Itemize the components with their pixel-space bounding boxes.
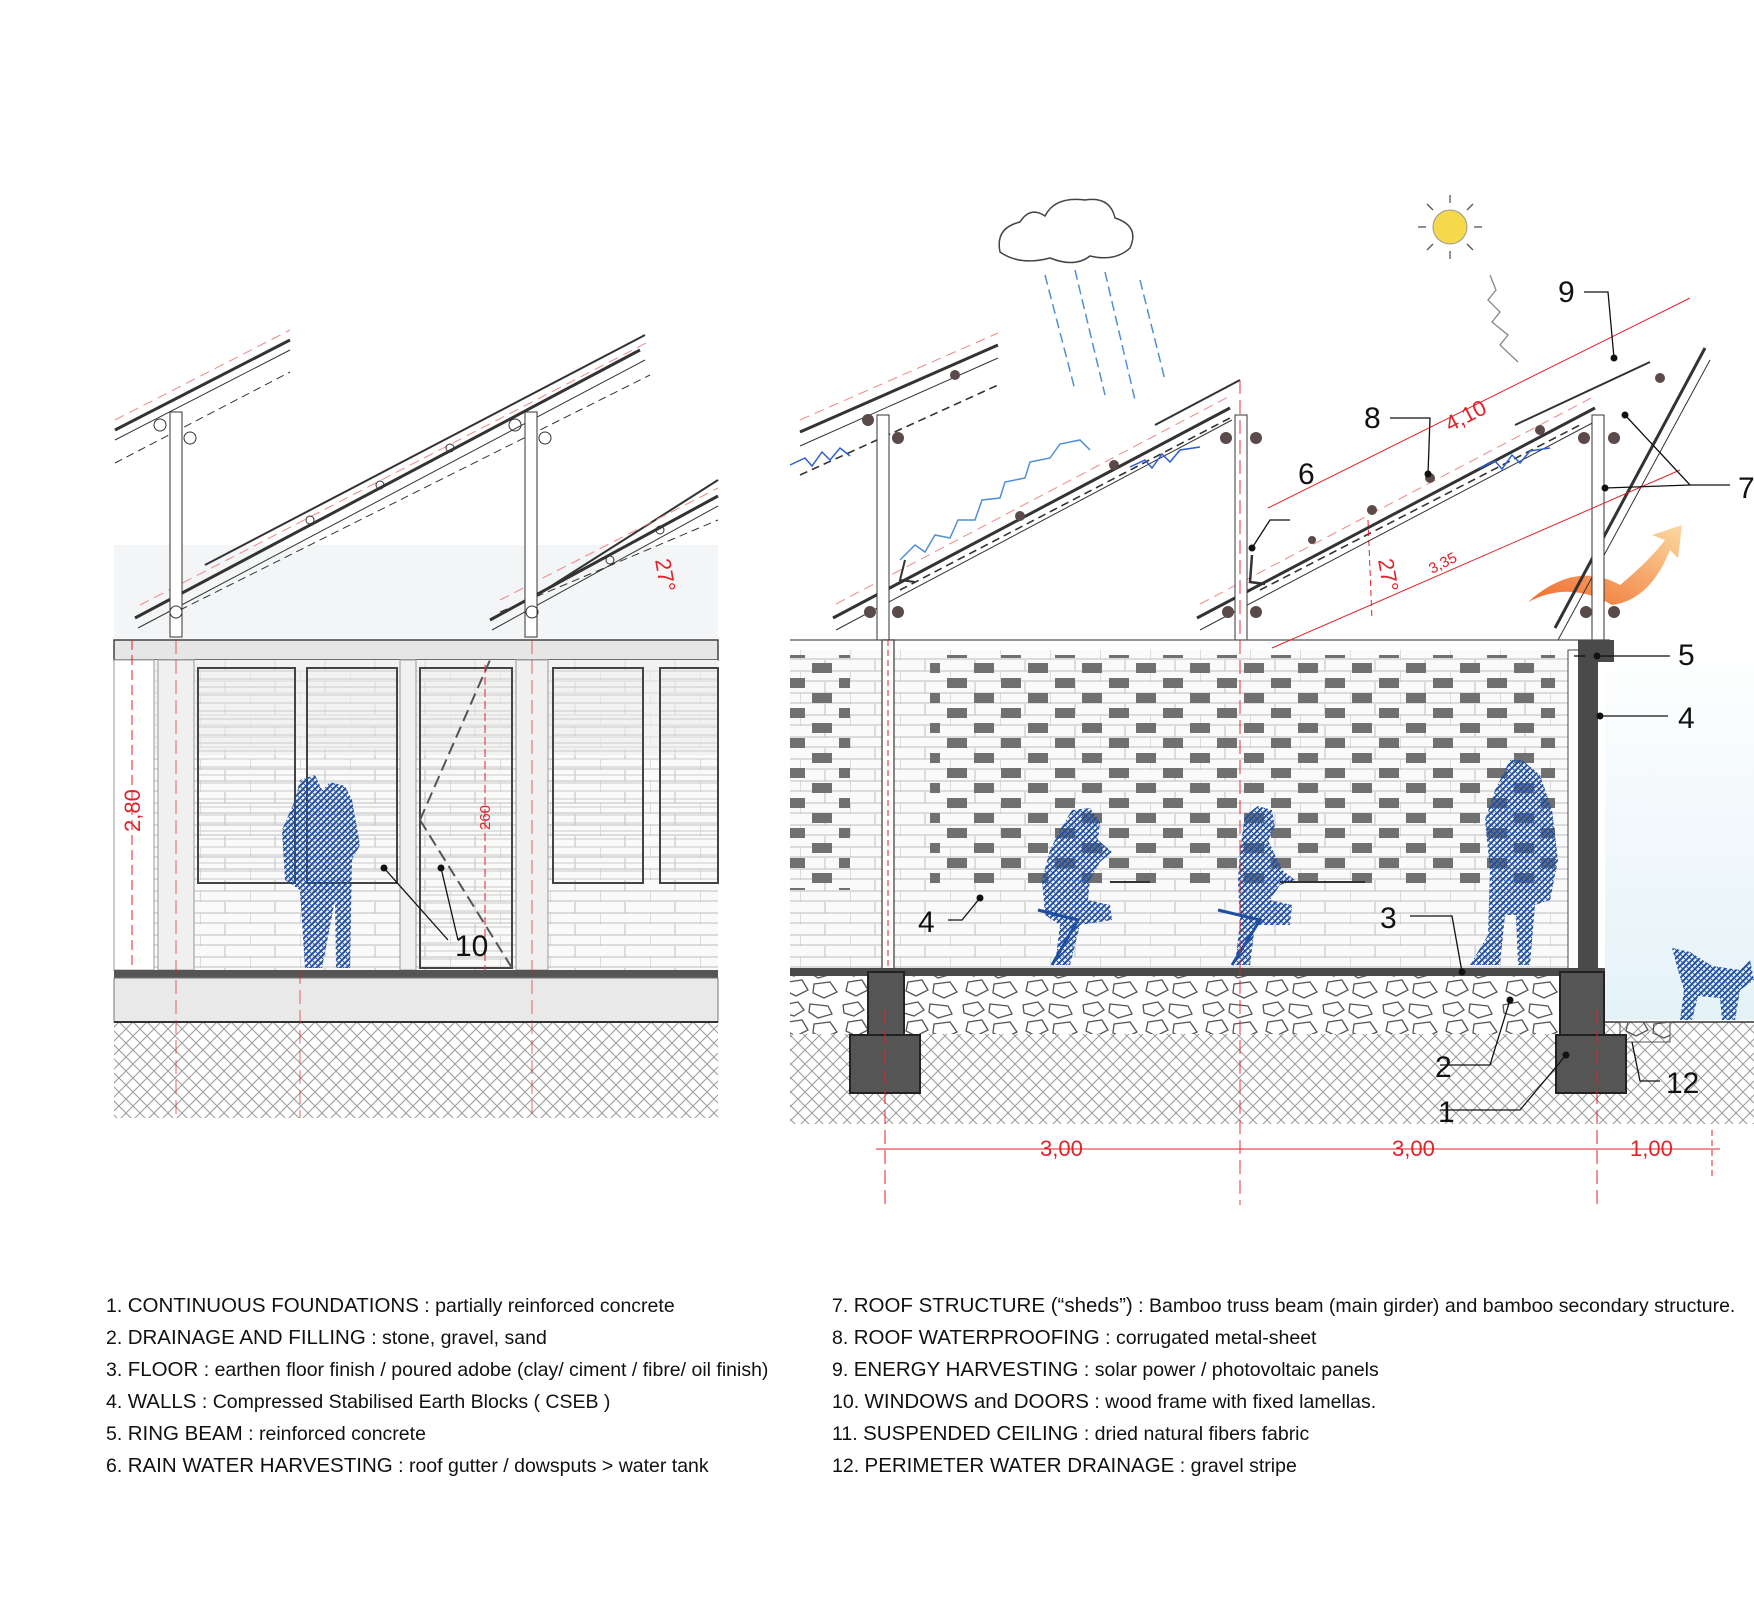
svg-text:10: 10 bbox=[455, 930, 488, 963]
legend-item-description: : dried natural fibers fabric bbox=[1078, 1423, 1310, 1445]
callout-5: 5 bbox=[1678, 639, 1695, 672]
rain-icon bbox=[1044, 269, 1166, 401]
left-elevation: 2,80 260 27° 10 bbox=[113, 329, 719, 1118]
right-roof bbox=[799, 332, 1711, 641]
left-roof bbox=[114, 329, 719, 638]
legend-item-number: 12. bbox=[832, 1455, 860, 1477]
legend-left: 1. CONTINUOUS FOUNDATIONS : partially re… bbox=[106, 1290, 768, 1482]
legend-item-description: : corrugated metal-sheet bbox=[1099, 1327, 1317, 1349]
legend-item: 6. RAIN WATER HARVESTING : roof gutter /… bbox=[106, 1450, 768, 1482]
legend-item-description: : solar power / photovoltaic panels bbox=[1078, 1359, 1379, 1381]
left-windows bbox=[113, 659, 719, 971]
legend-item-number: 2. bbox=[106, 1327, 123, 1349]
heat-arrow-icon bbox=[1528, 525, 1682, 605]
legend-item: 8. ROOF WATERPROOFING : corrugated metal… bbox=[832, 1322, 1735, 1354]
legend-item-caption: WINDOWS and DOORS bbox=[864, 1390, 1089, 1413]
legend-item-caption: RAIN WATER HARVESTING bbox=[127, 1454, 393, 1477]
right-dimensions bbox=[876, 297, 1720, 1205]
legend-item-caption: WALLS bbox=[127, 1390, 197, 1413]
dog-icon bbox=[1672, 948, 1754, 1020]
right-callout-dots bbox=[976, 354, 1629, 1059]
left-people-figure bbox=[282, 775, 360, 968]
callout-3: 3 bbox=[1380, 902, 1397, 935]
legend-item-number: 11. bbox=[832, 1423, 858, 1445]
span-2-label: 3,00 bbox=[1392, 1136, 1435, 1161]
left-callout-10: 10 bbox=[380, 864, 488, 963]
legend-item-caption: DRAINAGE AND FILLING bbox=[127, 1326, 366, 1349]
callout-8: 8 bbox=[1364, 402, 1381, 435]
callout-12: 12 bbox=[1666, 1067, 1699, 1100]
legend-item: 7. ROOF STRUCTURE (“sheds”) : Bamboo tru… bbox=[832, 1290, 1735, 1322]
legend-item: 10. WINDOWS and DOORS : wood frame with … bbox=[832, 1386, 1735, 1418]
right-callouts bbox=[948, 291, 1730, 1111]
callout-4a: 4 bbox=[918, 906, 935, 939]
legend-item: 1. CONTINUOUS FOUNDATIONS : partially re… bbox=[106, 1290, 768, 1322]
legend-item-description: : Bamboo truss beam (main girder) and ba… bbox=[1132, 1295, 1736, 1317]
architectural-section-drawing: 2,80 260 27° 10 bbox=[113, 195, 1754, 1205]
legend-item-caption: CONTINUOUS FOUNDATIONS bbox=[127, 1294, 419, 1317]
span-1-label: 3,00 bbox=[1040, 1136, 1083, 1161]
cloud-icon bbox=[998, 198, 1134, 264]
span-3-label: 1,00 bbox=[1630, 1136, 1673, 1161]
legend-item: 11. SUSPENDED CEILING : dried natural fi… bbox=[832, 1418, 1735, 1450]
legend-item-caption: PERIMETER WATER DRAINAGE bbox=[864, 1454, 1175, 1477]
legend-item-caption: ROOF WATERPROOFING bbox=[853, 1326, 1100, 1349]
legend-item-description: : stone, gravel, sand bbox=[365, 1327, 547, 1349]
legend-item-description: : wood frame with fixed lamellas. bbox=[1088, 1391, 1377, 1413]
legend-item-description: : earthen floor finish / poured adobe (c… bbox=[198, 1359, 769, 1381]
legend-item-caption: ROOF STRUCTURE (“sheds”) bbox=[853, 1294, 1133, 1317]
sun-icon bbox=[1418, 195, 1519, 363]
legend-item-number: 1. bbox=[106, 1295, 123, 1317]
callout-4b: 4 bbox=[1678, 702, 1695, 735]
left-dimensions: 2,80 260 27° bbox=[120, 557, 680, 1118]
callout-6: 6 bbox=[1298, 458, 1315, 491]
legend-item-description: : roof gutter / dowsputs > water tank bbox=[392, 1455, 709, 1477]
legend-item-caption: RING BEAM bbox=[127, 1422, 243, 1445]
legend-item-number: 10. bbox=[832, 1391, 860, 1413]
legend-item-number: 3. bbox=[106, 1359, 123, 1381]
legend-item-number: 7. bbox=[832, 1295, 849, 1317]
legend-item-caption: SUSPENDED CEILING bbox=[863, 1422, 1079, 1445]
legend-right: 7. ROOF STRUCTURE (“sheds”) : Bamboo tru… bbox=[832, 1290, 1735, 1482]
legend-item-description: : partially reinforced concrete bbox=[418, 1295, 675, 1317]
person-icon bbox=[1042, 760, 1558, 965]
legend-item-number: 8. bbox=[832, 1327, 849, 1349]
right-callout-numbers: 9 8 7 6 5 4 4 3 2 1 12 bbox=[918, 276, 1754, 1129]
legend-item-description: : reinforced concrete bbox=[242, 1423, 426, 1445]
legend-item-description: : gravel stripe bbox=[1174, 1455, 1297, 1477]
legend-item-description: : Compressed Stabilised Earth Blocks ( C… bbox=[196, 1391, 611, 1413]
legend-item-number: 6. bbox=[106, 1455, 123, 1477]
left-door-dim: 260 bbox=[477, 805, 494, 830]
right-section: 3,00 3,00 1,00 4,10 3,35 27° bbox=[789, 195, 1754, 1205]
callout-2: 2 bbox=[1435, 1051, 1452, 1084]
right-roof-bolts bbox=[862, 370, 1665, 618]
right-dim-labels: 3,00 3,00 1,00 4,10 3,35 27° bbox=[1040, 395, 1673, 1161]
chairs bbox=[1037, 881, 1365, 966]
left-angle-dim: 27° bbox=[650, 557, 680, 594]
legend-item: 5. RING BEAM : reinforced concrete bbox=[106, 1418, 768, 1450]
legend-item: 3. FLOOR : earthen floor finish / poured… bbox=[106, 1354, 768, 1386]
legend-item: 12. PERIMETER WATER DRAINAGE : gravel st… bbox=[832, 1450, 1735, 1482]
legend-item-caption: ENERGY HARVESTING bbox=[853, 1358, 1079, 1381]
left-height-dim: 2,80 bbox=[120, 789, 145, 832]
legend-item-number: 9. bbox=[832, 1359, 849, 1381]
callout-9: 9 bbox=[1558, 276, 1575, 309]
legend-item: 2. DRAINAGE AND FILLING : stone, gravel,… bbox=[106, 1322, 768, 1354]
water-flow-arrows bbox=[789, 439, 1551, 561]
legend-item-number: 4. bbox=[106, 1391, 123, 1413]
legend-item: 4. WALLS : Compressed Stabilised Earth B… bbox=[106, 1386, 768, 1418]
callout-7: 7 bbox=[1738, 472, 1754, 505]
legend-item: 9. ENERGY HARVESTING : solar power / pho… bbox=[832, 1354, 1735, 1386]
callout-1: 1 bbox=[1438, 1096, 1455, 1129]
legend-item-number: 5. bbox=[106, 1423, 123, 1445]
legend-item-caption: FLOOR bbox=[127, 1358, 199, 1381]
foundations bbox=[849, 971, 1627, 1094]
right-angle-label: 27° bbox=[1373, 557, 1403, 594]
